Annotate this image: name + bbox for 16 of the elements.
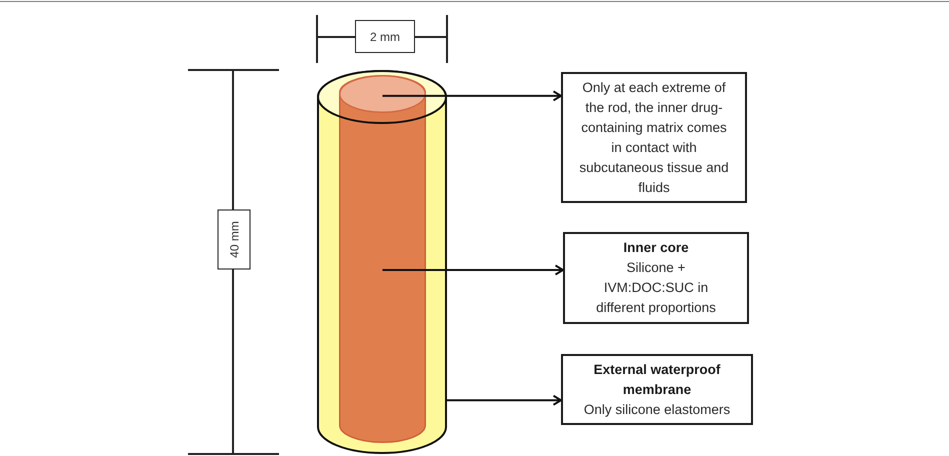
leader-arrow <box>382 90 562 102</box>
leader-arrow <box>382 264 564 276</box>
outer-membrane-cylinder <box>317 70 447 454</box>
note-box <box>561 72 747 203</box>
inner-core-cylinder <box>339 75 426 443</box>
note-text: Only at each extreme of the rod, the inner drug-containing matrix comes in contact with subcutaneous tissue and fluids <box>578 78 730 196</box>
note-text: Silicone + IVM:DOC:SUC in different proportions <box>595 259 717 317</box>
dimension-label: 40 mm <box>217 209 250 269</box>
leader-arrow <box>447 394 562 406</box>
note-box <box>561 354 753 425</box>
note-box <box>563 232 749 324</box>
heading-text: External waterproof membrane <box>592 360 722 398</box>
heading-text: Inner core <box>623 239 689 257</box>
note-text: Only silicone elastomers <box>584 400 730 419</box>
dimension-label: 2 mm <box>355 20 415 53</box>
core-top-face <box>339 75 426 113</box>
